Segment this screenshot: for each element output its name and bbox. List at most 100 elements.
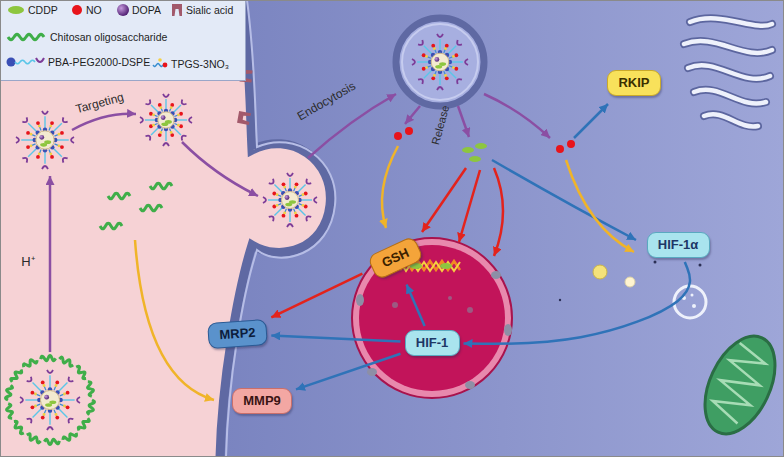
nanoparticle-layer xyxy=(6,34,468,444)
tpgs-dot xyxy=(58,144,61,147)
pba-cup xyxy=(71,137,74,143)
pba-cup xyxy=(145,134,151,140)
no-donor xyxy=(41,416,45,420)
box-label: RKIP xyxy=(617,75,651,91)
no-donor xyxy=(55,381,59,385)
tpgs-chain xyxy=(174,114,180,116)
pba-cup xyxy=(67,377,73,383)
pba-cup xyxy=(269,215,275,221)
tpgs-chain xyxy=(60,404,67,407)
tpgs-dot xyxy=(444,47,447,50)
illustration-part xyxy=(459,170,480,242)
endoplasmic-reticulum xyxy=(684,18,772,126)
no-donor xyxy=(31,391,35,395)
tpgs-dot xyxy=(283,212,286,215)
illustration-part xyxy=(691,294,694,297)
tpgs-chain xyxy=(444,71,447,77)
illustration-part xyxy=(448,296,452,300)
tpgs-dot xyxy=(276,204,279,207)
no-donor xyxy=(445,76,449,80)
nanoparticle xyxy=(140,94,192,146)
tpgs-dot xyxy=(38,125,41,128)
no-donor xyxy=(445,44,449,48)
tpgs-chain xyxy=(294,185,296,191)
no-donor xyxy=(272,192,276,196)
illustration-part xyxy=(422,168,466,232)
particle-core xyxy=(282,192,299,209)
illustration-part xyxy=(467,307,473,313)
connector-arrow xyxy=(271,274,362,318)
dopa-core xyxy=(161,115,166,120)
tpgs-chain xyxy=(425,56,431,59)
tpgs-dot xyxy=(425,66,428,69)
tpgs-chain xyxy=(169,128,171,134)
tpgs-dot xyxy=(452,55,455,58)
tpgs-chain xyxy=(49,124,52,130)
cddp-core xyxy=(45,403,52,407)
legend-panel xyxy=(1,1,246,81)
pba-icon xyxy=(36,58,44,62)
tpgs-dot xyxy=(152,113,155,116)
illustration-part xyxy=(382,146,398,228)
chitosan-fragment xyxy=(150,183,172,189)
tpgs-dot xyxy=(433,47,436,50)
pba-cup xyxy=(305,179,311,185)
particle-core xyxy=(431,53,449,71)
legend-label: Sialic acid xyxy=(186,4,233,17)
illustration-part xyxy=(492,160,636,240)
tpgs-chain xyxy=(43,383,46,390)
tpgs-chain xyxy=(33,404,40,407)
tpgs-chain xyxy=(54,133,60,136)
illustration-part xyxy=(135,240,214,400)
illustration-part xyxy=(367,368,377,376)
pba-cup xyxy=(42,166,48,169)
illustration-part xyxy=(402,24,478,100)
pba-cup xyxy=(418,40,424,46)
pba-cup xyxy=(27,417,33,423)
pba-cup xyxy=(314,197,317,203)
tpgs-dot xyxy=(452,66,455,69)
tpgs-dot xyxy=(294,186,297,189)
pba-cup xyxy=(465,59,468,65)
dopa-icon xyxy=(117,4,129,16)
cddp-core xyxy=(40,143,47,147)
pba-cup xyxy=(22,156,28,162)
illustration-part xyxy=(625,277,635,287)
dopa-core xyxy=(44,395,49,400)
tpgs-chain xyxy=(444,47,447,53)
no-donor xyxy=(295,214,299,218)
illustration-part xyxy=(475,143,487,149)
illustration-part xyxy=(699,264,702,267)
chitosan-shell xyxy=(88,382,94,396)
chitosan-shell xyxy=(78,418,89,430)
tpgs-chain xyxy=(160,106,162,112)
no-donor xyxy=(31,405,35,409)
tpgs-chain xyxy=(449,56,455,59)
tpgs-chain xyxy=(174,123,180,125)
chitosan-shell xyxy=(24,360,38,367)
no-donor xyxy=(66,405,70,409)
chitosan-shell xyxy=(88,400,95,415)
pba-cup xyxy=(263,197,266,203)
pba-cup xyxy=(418,78,424,84)
no-donor xyxy=(295,182,299,186)
tpgs-dot xyxy=(30,144,33,147)
legend-label: PBA-PEG2000-DSPE xyxy=(48,56,150,69)
pba-cup xyxy=(61,156,67,162)
illustration-part xyxy=(237,111,251,125)
illustration-part xyxy=(574,104,608,138)
chitosan-shell xyxy=(6,385,13,400)
chitosan-shell xyxy=(27,434,41,443)
illustration-part xyxy=(559,299,561,301)
pba-cup xyxy=(437,87,443,90)
no-donor xyxy=(50,155,54,159)
chitosan-fragment xyxy=(140,205,162,211)
connector-arrow xyxy=(296,354,401,390)
process-box: RKIP xyxy=(607,70,661,96)
tpgs-dot xyxy=(38,153,41,156)
connector-arrow xyxy=(464,262,691,344)
pba-cup xyxy=(456,78,462,84)
